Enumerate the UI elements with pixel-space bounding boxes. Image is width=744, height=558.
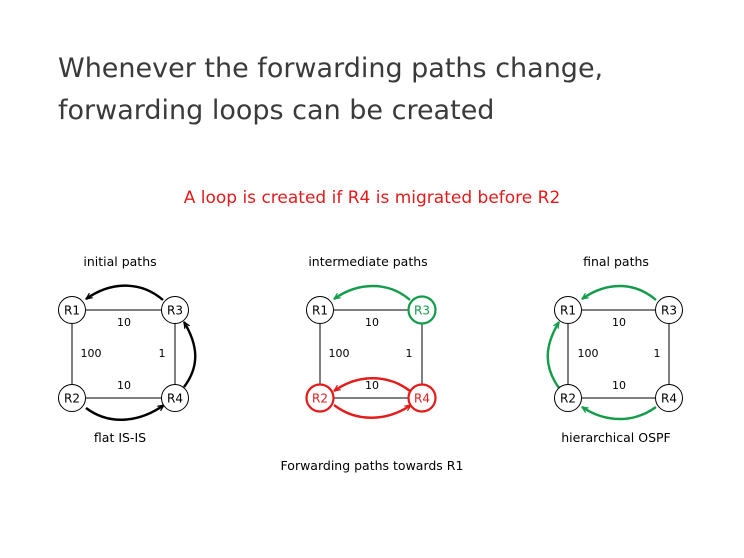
weight-left: 100 (329, 347, 350, 360)
weight-right: 1 (406, 347, 413, 360)
router-r3: R3 (655, 296, 683, 324)
forwarding-paths (333, 284, 411, 419)
router-node (306, 296, 334, 324)
router-node (407, 383, 437, 413)
panel-intermediate: intermediate paths 10 10 100 1 R1 R3 (305, 254, 437, 419)
path-r2-to-r4 (333, 404, 411, 419)
panel-heading: initial paths (83, 254, 156, 269)
router-node (554, 384, 582, 412)
router-label: R2 (64, 392, 80, 406)
router-r4: R4 (655, 384, 683, 412)
router-node (305, 383, 335, 413)
router-r1: R1 (554, 296, 582, 324)
diagram-caption: Forwarding paths towards R1 (280, 458, 464, 473)
router-label: R3 (414, 304, 430, 318)
router-node (161, 384, 189, 412)
router-r2: R2 (58, 384, 86, 412)
weight-right: 1 (159, 347, 166, 360)
router-label: R3 (167, 304, 183, 318)
panel-heading: intermediate paths (308, 254, 427, 269)
weight-top: 10 (365, 316, 379, 329)
weight-right: 1 (654, 347, 661, 360)
router-r3: R3 (407, 295, 437, 325)
router-r2: R2 (554, 384, 582, 412)
forwarding-paths (85, 284, 197, 421)
router-node (554, 296, 582, 324)
slide-title-line-2: forwarding loops can be created (58, 95, 495, 126)
weight-left: 100 (578, 347, 599, 360)
path-r4-to-r2 (582, 406, 657, 421)
panel-footer: hierarchical OSPF (561, 430, 671, 445)
router-r1: R1 (306, 296, 334, 324)
weight-top: 10 (612, 316, 626, 329)
weight-bottom: 10 (365, 379, 379, 392)
panel-final: final paths 10 10 100 1 R1 R3 (546, 254, 683, 445)
router-label: R4 (661, 392, 677, 406)
router-label: R1 (312, 304, 328, 318)
links (71, 309, 176, 399)
router-label: R4 (414, 392, 430, 406)
panel-footer: flat IS-IS (94, 430, 146, 445)
path-r2-to-r1 (546, 322, 561, 389)
router-label: R3 (661, 304, 677, 318)
router-label: R4 (167, 392, 183, 406)
slide-title-line-1: Whenever the forwarding paths change, (58, 53, 604, 84)
router-node (58, 296, 86, 324)
links (567, 309, 670, 399)
router-r4: R4 (161, 384, 189, 412)
links (319, 309, 423, 399)
router-node (655, 296, 683, 324)
router-label: R2 (560, 392, 576, 406)
router-node (161, 296, 189, 324)
router-node (655, 384, 683, 412)
router-r4: R4 (407, 383, 437, 413)
path-r3-to-r1 (86, 284, 164, 301)
forwarding-paths (546, 284, 657, 421)
slide-title: Whenever the forwarding paths change, fo… (58, 48, 603, 132)
router-label: R1 (64, 304, 80, 318)
router-label: R1 (560, 304, 576, 318)
router-r1: R1 (58, 296, 86, 324)
path-r2-to-r4 (85, 404, 164, 421)
panel-initial: initial paths 10 10 100 1 R1 R3 (58, 254, 197, 445)
weight-top: 10 (117, 316, 131, 329)
path-r4-to-r3 (182, 322, 197, 388)
weight-bottom: 10 (117, 379, 131, 392)
path-r4-to-r2 (334, 377, 411, 392)
path-r3-to-r1 (582, 284, 657, 301)
router-node (58, 384, 86, 412)
router-r2: R2 (305, 383, 335, 413)
path-r3-to-r1 (334, 284, 411, 301)
router-node (407, 295, 437, 325)
router-label: R2 (312, 392, 328, 406)
router-r3: R3 (161, 296, 189, 324)
panel-heading: final paths (583, 254, 649, 269)
weight-left: 100 (81, 347, 102, 360)
slide-subtitle: A loop is created if R4 is migrated befo… (183, 188, 561, 208)
weight-bottom: 10 (612, 379, 626, 392)
